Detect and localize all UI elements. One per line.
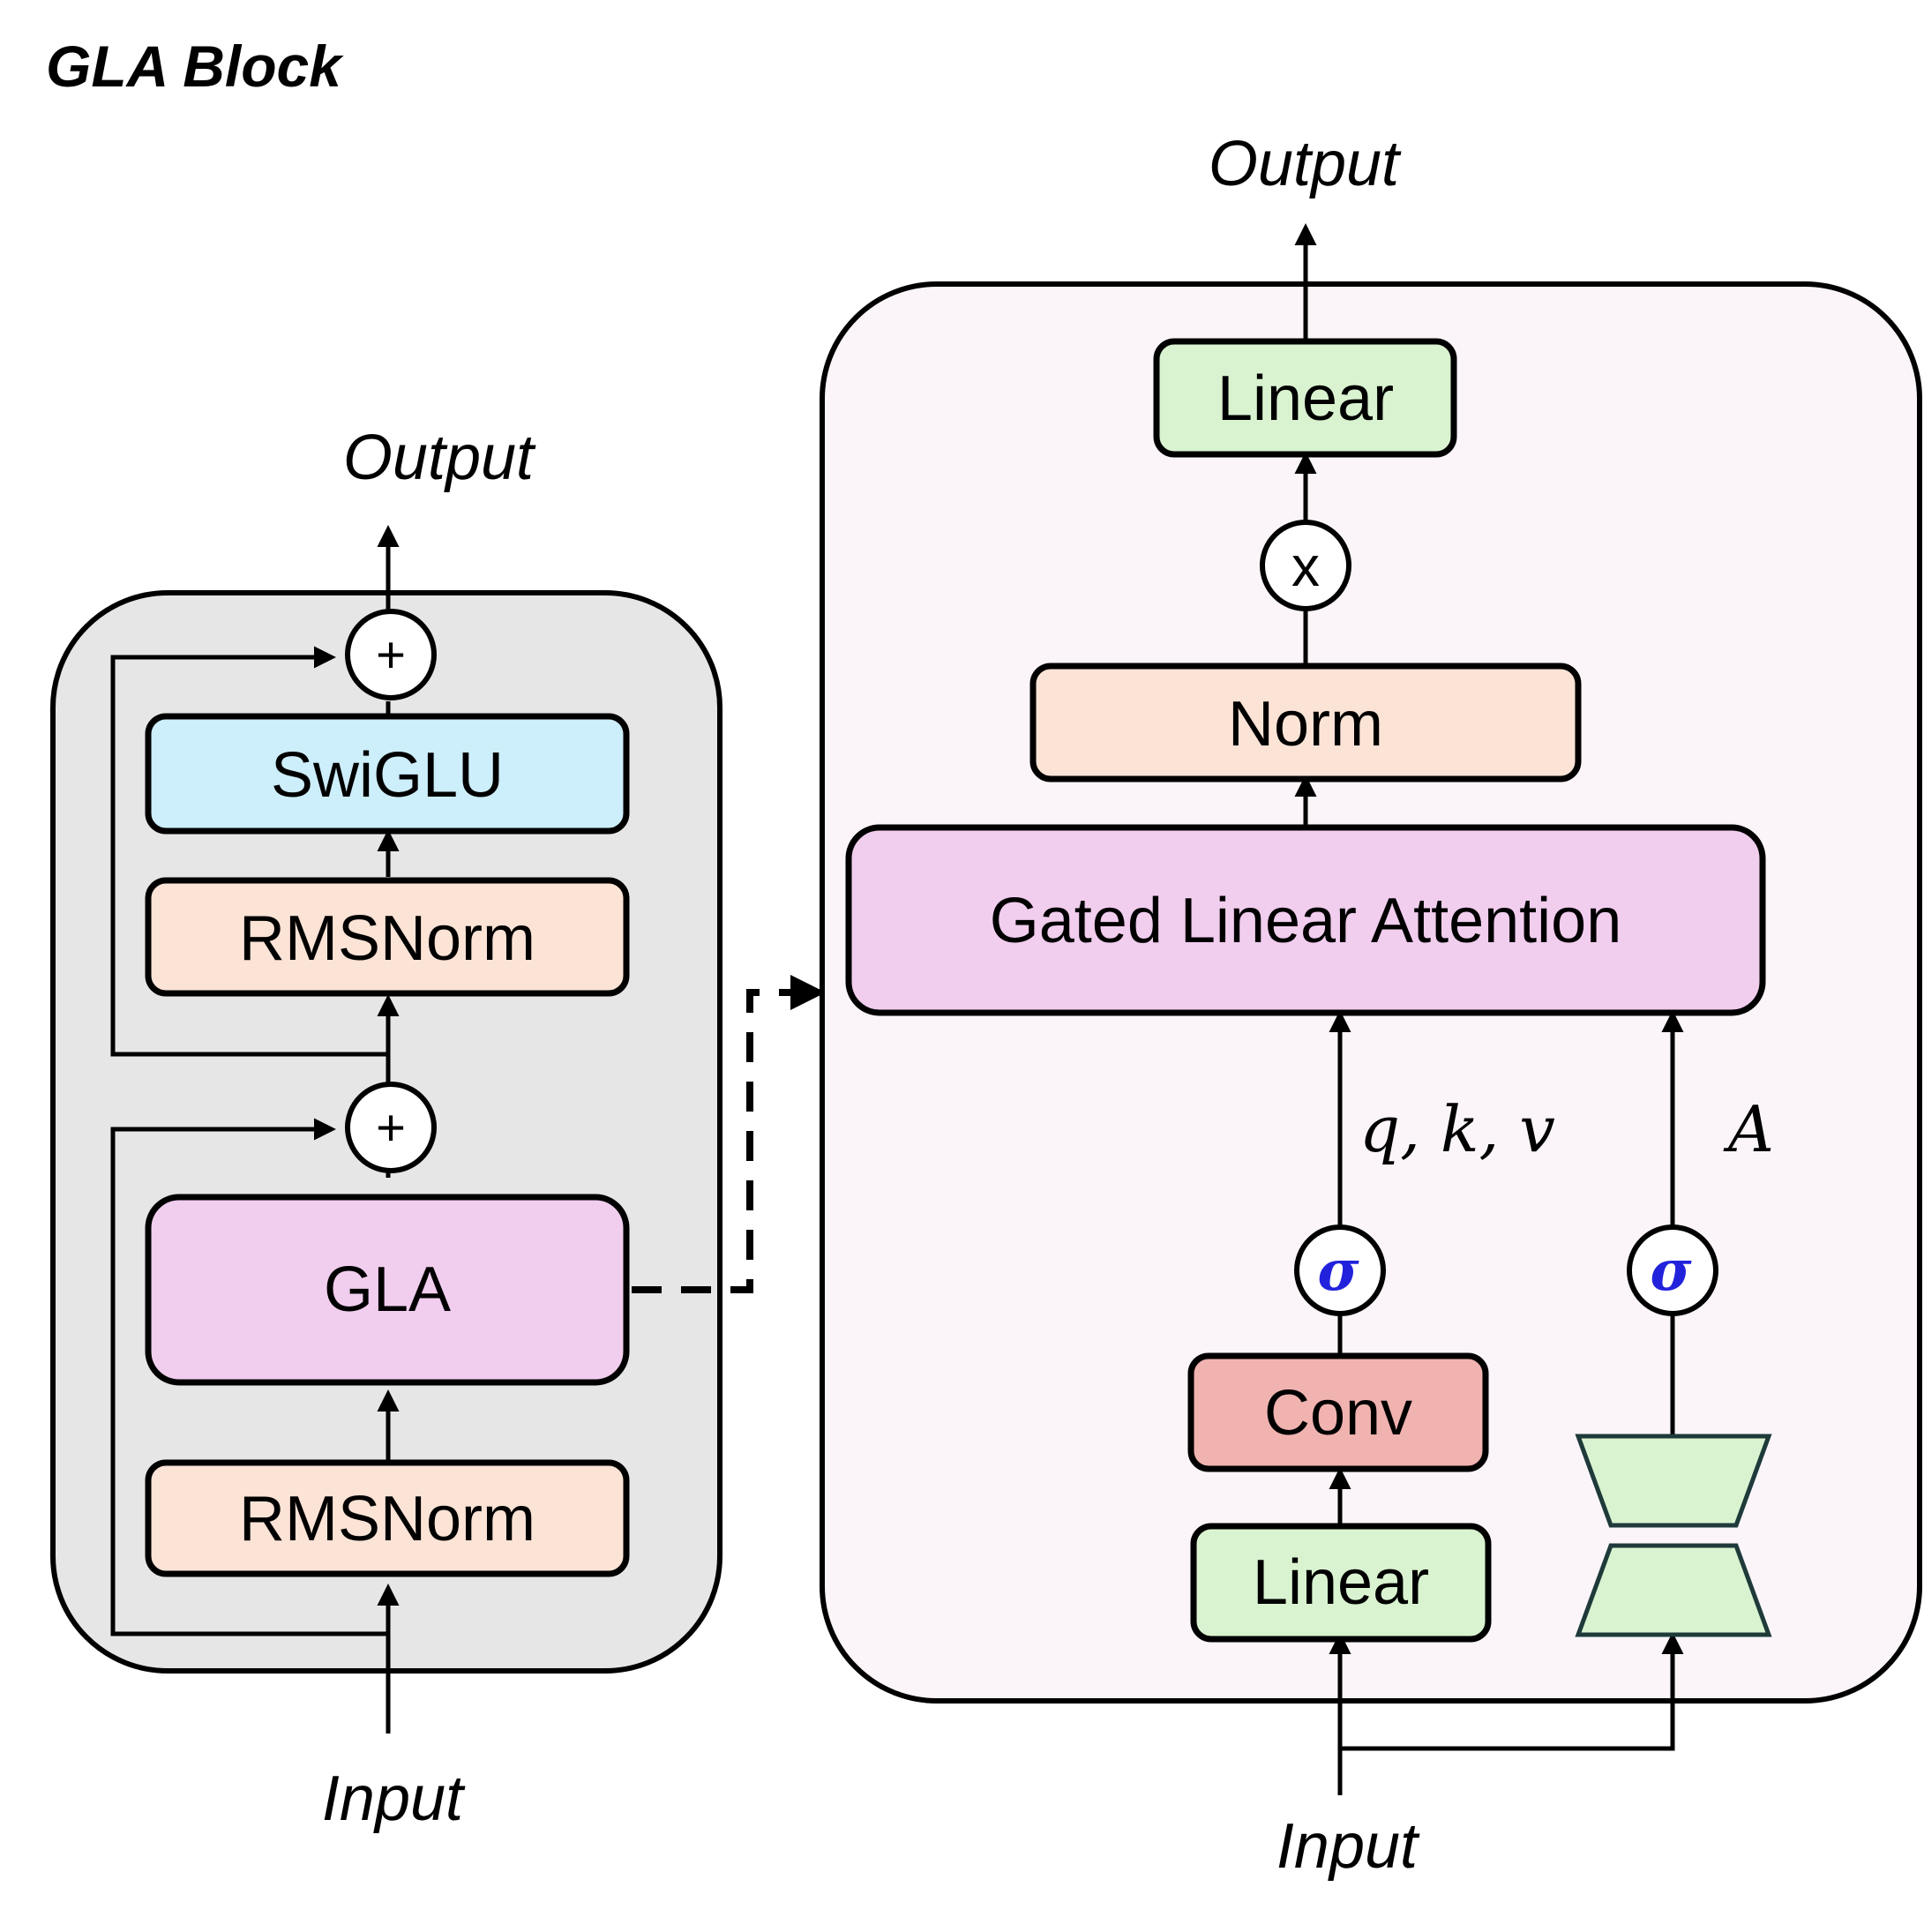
left-input-label: Input xyxy=(322,1764,466,1834)
input-branch-to-lowrank xyxy=(1340,1632,1684,1751)
conv-box xyxy=(1187,1352,1489,1472)
gated-linear-attention-box xyxy=(845,824,1766,1016)
rmsnorm-top-label: RMSNorm xyxy=(239,903,535,974)
linear-top-label: Linear xyxy=(1217,363,1394,434)
residual-connection-bottom xyxy=(110,1118,388,1636)
norm-label: Norm xyxy=(1228,689,1383,760)
add-symbol-bottom: + xyxy=(376,1099,406,1157)
left-output-label: Output xyxy=(343,423,536,493)
gla-box xyxy=(145,1194,630,1386)
swiglu-label: SwiGLU xyxy=(271,740,504,811)
linear-bottom-box xyxy=(1190,1523,1492,1643)
sigma-symbol-qkv: σ xyxy=(1317,1238,1359,1304)
gla-label: GLA xyxy=(324,1254,451,1325)
expansion-connector xyxy=(632,975,826,1293)
swiglu-box xyxy=(145,713,630,835)
sigma-circle-a xyxy=(1627,1224,1718,1316)
residual-connection-top xyxy=(110,646,388,1057)
sigma-circle-qkv xyxy=(1294,1224,1386,1316)
rmsnorm-top-box xyxy=(145,877,630,997)
norm-box xyxy=(1029,663,1582,783)
add-circle-bottom xyxy=(345,1082,437,1173)
add-circle-top xyxy=(345,609,437,700)
gated-linear-attention-label: Gated Linear Attention xyxy=(990,886,1622,956)
rmsnorm-bottom-label: RMSNorm xyxy=(239,1484,535,1554)
linear-top-box xyxy=(1153,338,1457,458)
right-output-label: Output xyxy=(1209,129,1402,199)
multiply-symbol: x xyxy=(1291,535,1320,598)
a-label: A xyxy=(1723,1092,1774,1166)
right-input-label: Input xyxy=(1276,1811,1420,1882)
multiply-circle xyxy=(1260,520,1351,611)
add-symbol-top: + xyxy=(376,626,406,684)
rmsnorm-bottom-box xyxy=(145,1459,630,1577)
lowrank-down-projection xyxy=(1575,1543,1772,1637)
qkv-label: q, k, v xyxy=(1359,1092,1555,1166)
diagram-title: GLA Block xyxy=(46,34,344,99)
linear-bottom-label: Linear xyxy=(1253,1547,1429,1618)
sigma-symbol-a: σ xyxy=(1650,1238,1692,1304)
conv-label: Conv xyxy=(1264,1378,1412,1449)
lowrank-up-projection xyxy=(1575,1434,1772,1528)
